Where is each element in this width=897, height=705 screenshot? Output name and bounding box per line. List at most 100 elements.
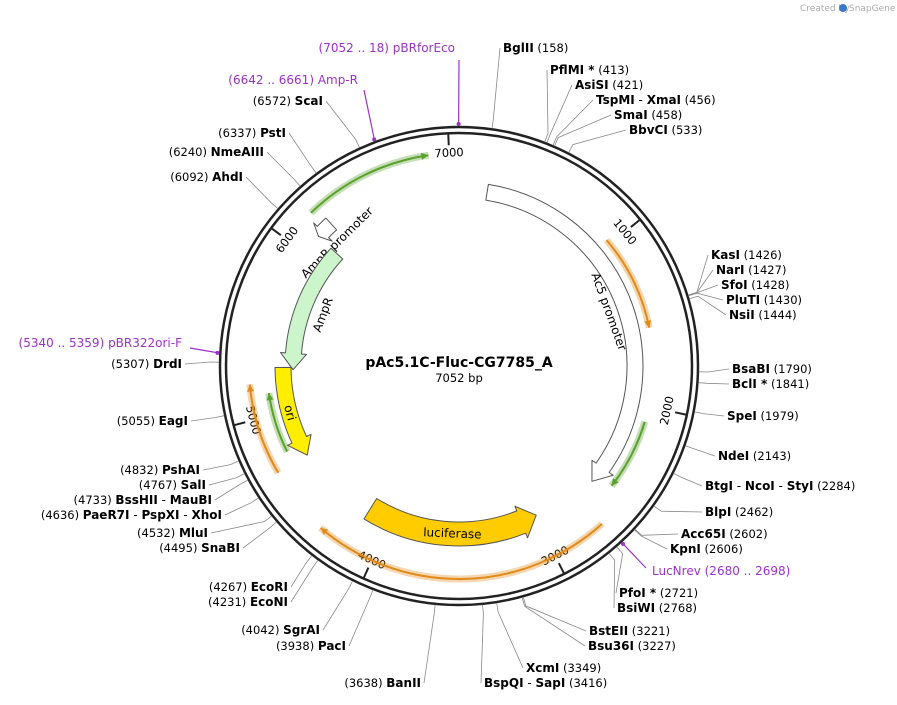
tick-label: 1000 (610, 216, 639, 248)
primer-band-arrowhead (247, 384, 255, 392)
site-label: KasI (1426) (711, 248, 782, 262)
site-leader-line (245, 176, 279, 209)
primer-marker (215, 350, 220, 355)
feature-label: luciferase (423, 525, 482, 541)
site-name: SfoI (721, 278, 748, 292)
site-label: BglII (158) (503, 41, 568, 55)
primer-leader-line (621, 542, 647, 569)
site-name: BclI * (732, 377, 768, 391)
site-name: BtgI (705, 479, 733, 493)
site-position: (533) (668, 123, 703, 137)
site-position: (1979) (757, 409, 799, 423)
site-position: (6240) (169, 145, 211, 159)
primer-band (605, 239, 651, 328)
site-leader-line (290, 559, 319, 603)
site-separator: - (524, 676, 536, 690)
site-label: BsiWI (2768) (617, 601, 697, 615)
site-position: (2602) (726, 527, 768, 541)
primer-label: (6642 .. 6661) Amp-R (228, 73, 358, 87)
snapgene-logo-icon (839, 4, 847, 12)
primer-label: (5340 .. 5359) pBR322ori-F (19, 336, 183, 350)
site-label: PluTI (1430) (726, 293, 802, 307)
primer-band (319, 523, 603, 580)
site-leader-line (480, 604, 484, 684)
site-label: SfoI (1428) (721, 278, 789, 292)
primer-name: pBRforEco (393, 41, 455, 55)
tick-mark (271, 227, 282, 236)
site-name: XcmI (526, 661, 559, 675)
site-position: (1790) (770, 362, 812, 376)
site-leader-line (698, 368, 730, 373)
site-leader-line (688, 284, 719, 296)
site-position: (1841) (767, 377, 809, 391)
site-name: BsiWI (617, 601, 655, 615)
site-leader-line (523, 597, 587, 632)
site-name: MauBI (170, 493, 212, 507)
site-leader-line (685, 445, 716, 457)
site-label: (3638) BanII (344, 676, 421, 690)
primer-label: (7052 .. 18) pBRforEco (319, 41, 455, 55)
site-leader-line (290, 555, 313, 588)
site-name: PflMI * (550, 63, 595, 77)
backbone (218, 125, 700, 607)
site-label: (6092) AhdI (170, 170, 243, 184)
primer-range: (6642 .. 6661) (228, 73, 318, 87)
site-separator: - (180, 508, 192, 522)
site-name: BstEII (589, 624, 628, 638)
site-name: ScaI (295, 94, 323, 108)
site-name: SnaBI (201, 541, 240, 555)
site-position: (413) (595, 63, 630, 77)
primer-range: (5340 .. 5359) (19, 336, 109, 350)
site-label: (3938) PacI (276, 639, 346, 653)
tick-label: 6000 (273, 224, 302, 256)
tick-mark (447, 134, 450, 146)
site-name: NsiI (729, 308, 755, 322)
site-position: (3938) (276, 639, 318, 653)
primer-marker (372, 137, 377, 142)
site-position: (3416) (565, 676, 607, 690)
watermark-brand: SnapGene (849, 4, 896, 14)
primer-name: pBR322ori-F (108, 336, 182, 350)
site-label: AsiSI (421) (575, 78, 643, 92)
site-label: (5055) EagI (117, 414, 188, 428)
site-name: EcoNI (250, 595, 288, 609)
primer-band-arrowhead (266, 393, 274, 401)
primer-marker (456, 122, 461, 126)
primer-range: (7052 .. 18) (319, 41, 393, 55)
site-separator: - (635, 93, 647, 107)
primer-label: LucNrev (2680 .. 2698) (652, 564, 790, 578)
site-label: (4832) PshAI (120, 463, 200, 477)
site-position: (1427) (745, 263, 787, 277)
site-position: (6092) (170, 170, 212, 184)
site-position: (2721) (656, 586, 698, 600)
tick-mark (362, 567, 370, 579)
primer-band (310, 154, 429, 214)
site-name: XmaI (647, 93, 681, 107)
map-length: 7052 bp (435, 371, 483, 385)
site-separator: - (130, 508, 142, 522)
site-name: PspXI (141, 508, 179, 522)
site-position: (2143) (749, 449, 791, 463)
site-position: (3638) (344, 676, 386, 690)
primer-leader-line (189, 347, 219, 354)
site-label: BsaBI (1790) (732, 362, 812, 376)
site-leader-line (202, 460, 239, 471)
site-leader-line (634, 528, 679, 536)
primer-annotations (246, 151, 653, 583)
site-label: KpnI (2606) (670, 542, 743, 556)
site-name: KasI (711, 248, 740, 262)
site-label: (6240) NmeAIII (169, 145, 264, 159)
site-position: (6337) (218, 126, 260, 140)
primer-name: LucNrev (652, 564, 705, 578)
site-leader-line (224, 497, 259, 516)
site-leader-line (552, 99, 594, 146)
site-leader-line (210, 515, 272, 534)
site-name: XhoI (191, 508, 222, 522)
site-label: TspMI - XmaI (456) (596, 93, 716, 107)
site-label: (4767) SalI (139, 478, 206, 492)
tick-label: 7000 (434, 145, 464, 160)
site-position: (421) (609, 78, 644, 92)
site-label: (5307) DrdI (111, 357, 182, 371)
site-leader-line (544, 69, 549, 142)
site-name: SgrAI (283, 623, 320, 637)
